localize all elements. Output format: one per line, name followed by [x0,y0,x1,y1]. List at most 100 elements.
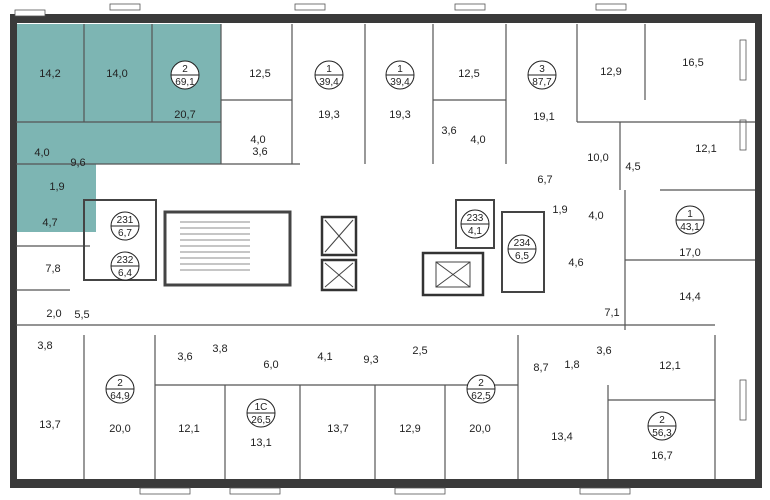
apartment-marker[interactable]: 143,1 [675,205,705,235]
apartment-marker[interactable]: 264,9 [105,374,135,404]
room-label: 20,0 [109,423,130,435]
svg-text:69,1: 69,1 [175,77,195,88]
room-label: 19,3 [318,109,339,121]
room-label: 12,1 [178,423,199,435]
svg-text:231: 231 [117,215,134,226]
svg-text:2: 2 [117,378,123,389]
room-label: 9,3 [363,354,378,366]
room-label: 6,7 [537,174,552,186]
apartment-marker[interactable]: 139,4 [314,60,344,90]
svg-text:6,4: 6,4 [118,268,132,279]
room-label: 8,7 [533,362,548,374]
room-label: 13,4 [551,431,572,443]
room-label: 3,6 [177,351,192,363]
svg-text:62,5: 62,5 [471,391,491,402]
room-label: 12,5 [249,68,270,80]
room-label: 1,9 [49,181,64,193]
room-label: 14,2 [39,68,60,80]
svg-text:39,4: 39,4 [319,77,339,88]
room-label: 4,1 [317,351,332,363]
svg-text:87,7: 87,7 [532,77,552,88]
svg-text:39,4: 39,4 [390,77,410,88]
room-label: 3,8 [212,343,227,355]
outer-walls [10,14,762,488]
building-core [83,199,545,297]
highlighted-apartment[interactable] [16,24,221,232]
elevator-2 [320,258,358,292]
room-label: 3,6 [596,345,611,357]
svg-text:26,5: 26,5 [251,415,271,426]
svg-text:2: 2 [478,378,484,389]
apartment-marker[interactable]: 139,4 [385,60,415,90]
room-label: 4,5 [625,161,640,173]
svg-text:234: 234 [514,238,531,249]
room-label: 13,7 [39,419,60,431]
room-label: 16,7 [651,450,672,462]
room-label: 19,3 [389,109,410,121]
apartment-marker[interactable]: 256,3 [647,411,677,441]
windows [14,3,747,495]
svg-text:4,1: 4,1 [468,226,482,237]
room-label: 20,7 [174,109,195,121]
room-label: 7,8 [45,263,60,275]
room-label: 9,6 [70,157,85,169]
room-label: 12,9 [399,423,420,435]
svg-text:232: 232 [117,255,134,266]
svg-text:6,7: 6,7 [118,228,132,239]
room-label: 10,0 [587,152,608,164]
room-label: 1,9 [552,204,567,216]
svg-text:1: 1 [326,64,332,75]
svg-text:64,9: 64,9 [110,391,130,402]
room-label: 14,0 [106,68,127,80]
svg-text:1: 1 [687,209,693,220]
partitions [16,24,755,479]
svg-text:43,1: 43,1 [680,222,700,233]
room-label: 2,0 [46,308,61,320]
room-label: 20,0 [469,423,490,435]
svg-text:56,3: 56,3 [652,428,672,439]
room-label: 19,1 [533,111,554,123]
room-label: 4,0 [588,210,603,222]
elevator-1 [320,215,358,257]
room-label: 13,1 [250,437,271,449]
room-label: 5,5 [74,309,89,321]
room-label: 4,0 [34,147,49,159]
svg-text:1: 1 [397,64,403,75]
svg-text:6,5: 6,5 [515,251,529,262]
room-label: 17,0 [679,247,700,259]
room-label: 12,1 [659,360,680,372]
room-label: 4,6 [568,257,583,269]
room-label: 12,9 [600,66,621,78]
room-label: 4,7 [42,217,57,229]
room-label: 3,8 [37,340,52,352]
room-label: 1,8 [564,359,579,371]
room-label: 3,6 [252,146,267,158]
room-label: 3,6 [441,125,456,137]
svg-text:2: 2 [182,64,188,75]
svg-text:233: 233 [467,213,484,224]
room-label: 7,1 [604,307,619,319]
room-labels: 14,2 14,0 20,7 4,0 9,6 1,9 4,7 12,5 4,0 … [34,57,716,462]
apartment-marker[interactable]: 387,7 [527,60,557,90]
room-label: 16,5 [682,57,703,69]
room-label: 13,7 [327,423,348,435]
room-label: 6,0 [263,359,278,371]
svg-text:1С: 1С [255,402,268,413]
room-label: 2,5 [412,345,427,357]
room-label: 14,4 [679,291,700,303]
room-label: 4,0 [470,134,485,146]
apartment-marker[interactable]: 269,1 [170,60,200,90]
apartment-marker[interactable]: 1С 26,5 [246,398,276,428]
svg-text:2: 2 [659,415,665,426]
apartment-marker[interactable]: 262,5 [466,374,496,404]
svg-text:3: 3 [539,64,545,75]
room-label: 12,5 [458,68,479,80]
room-label: 4,0 [250,134,265,146]
elevator-3 [421,251,485,297]
